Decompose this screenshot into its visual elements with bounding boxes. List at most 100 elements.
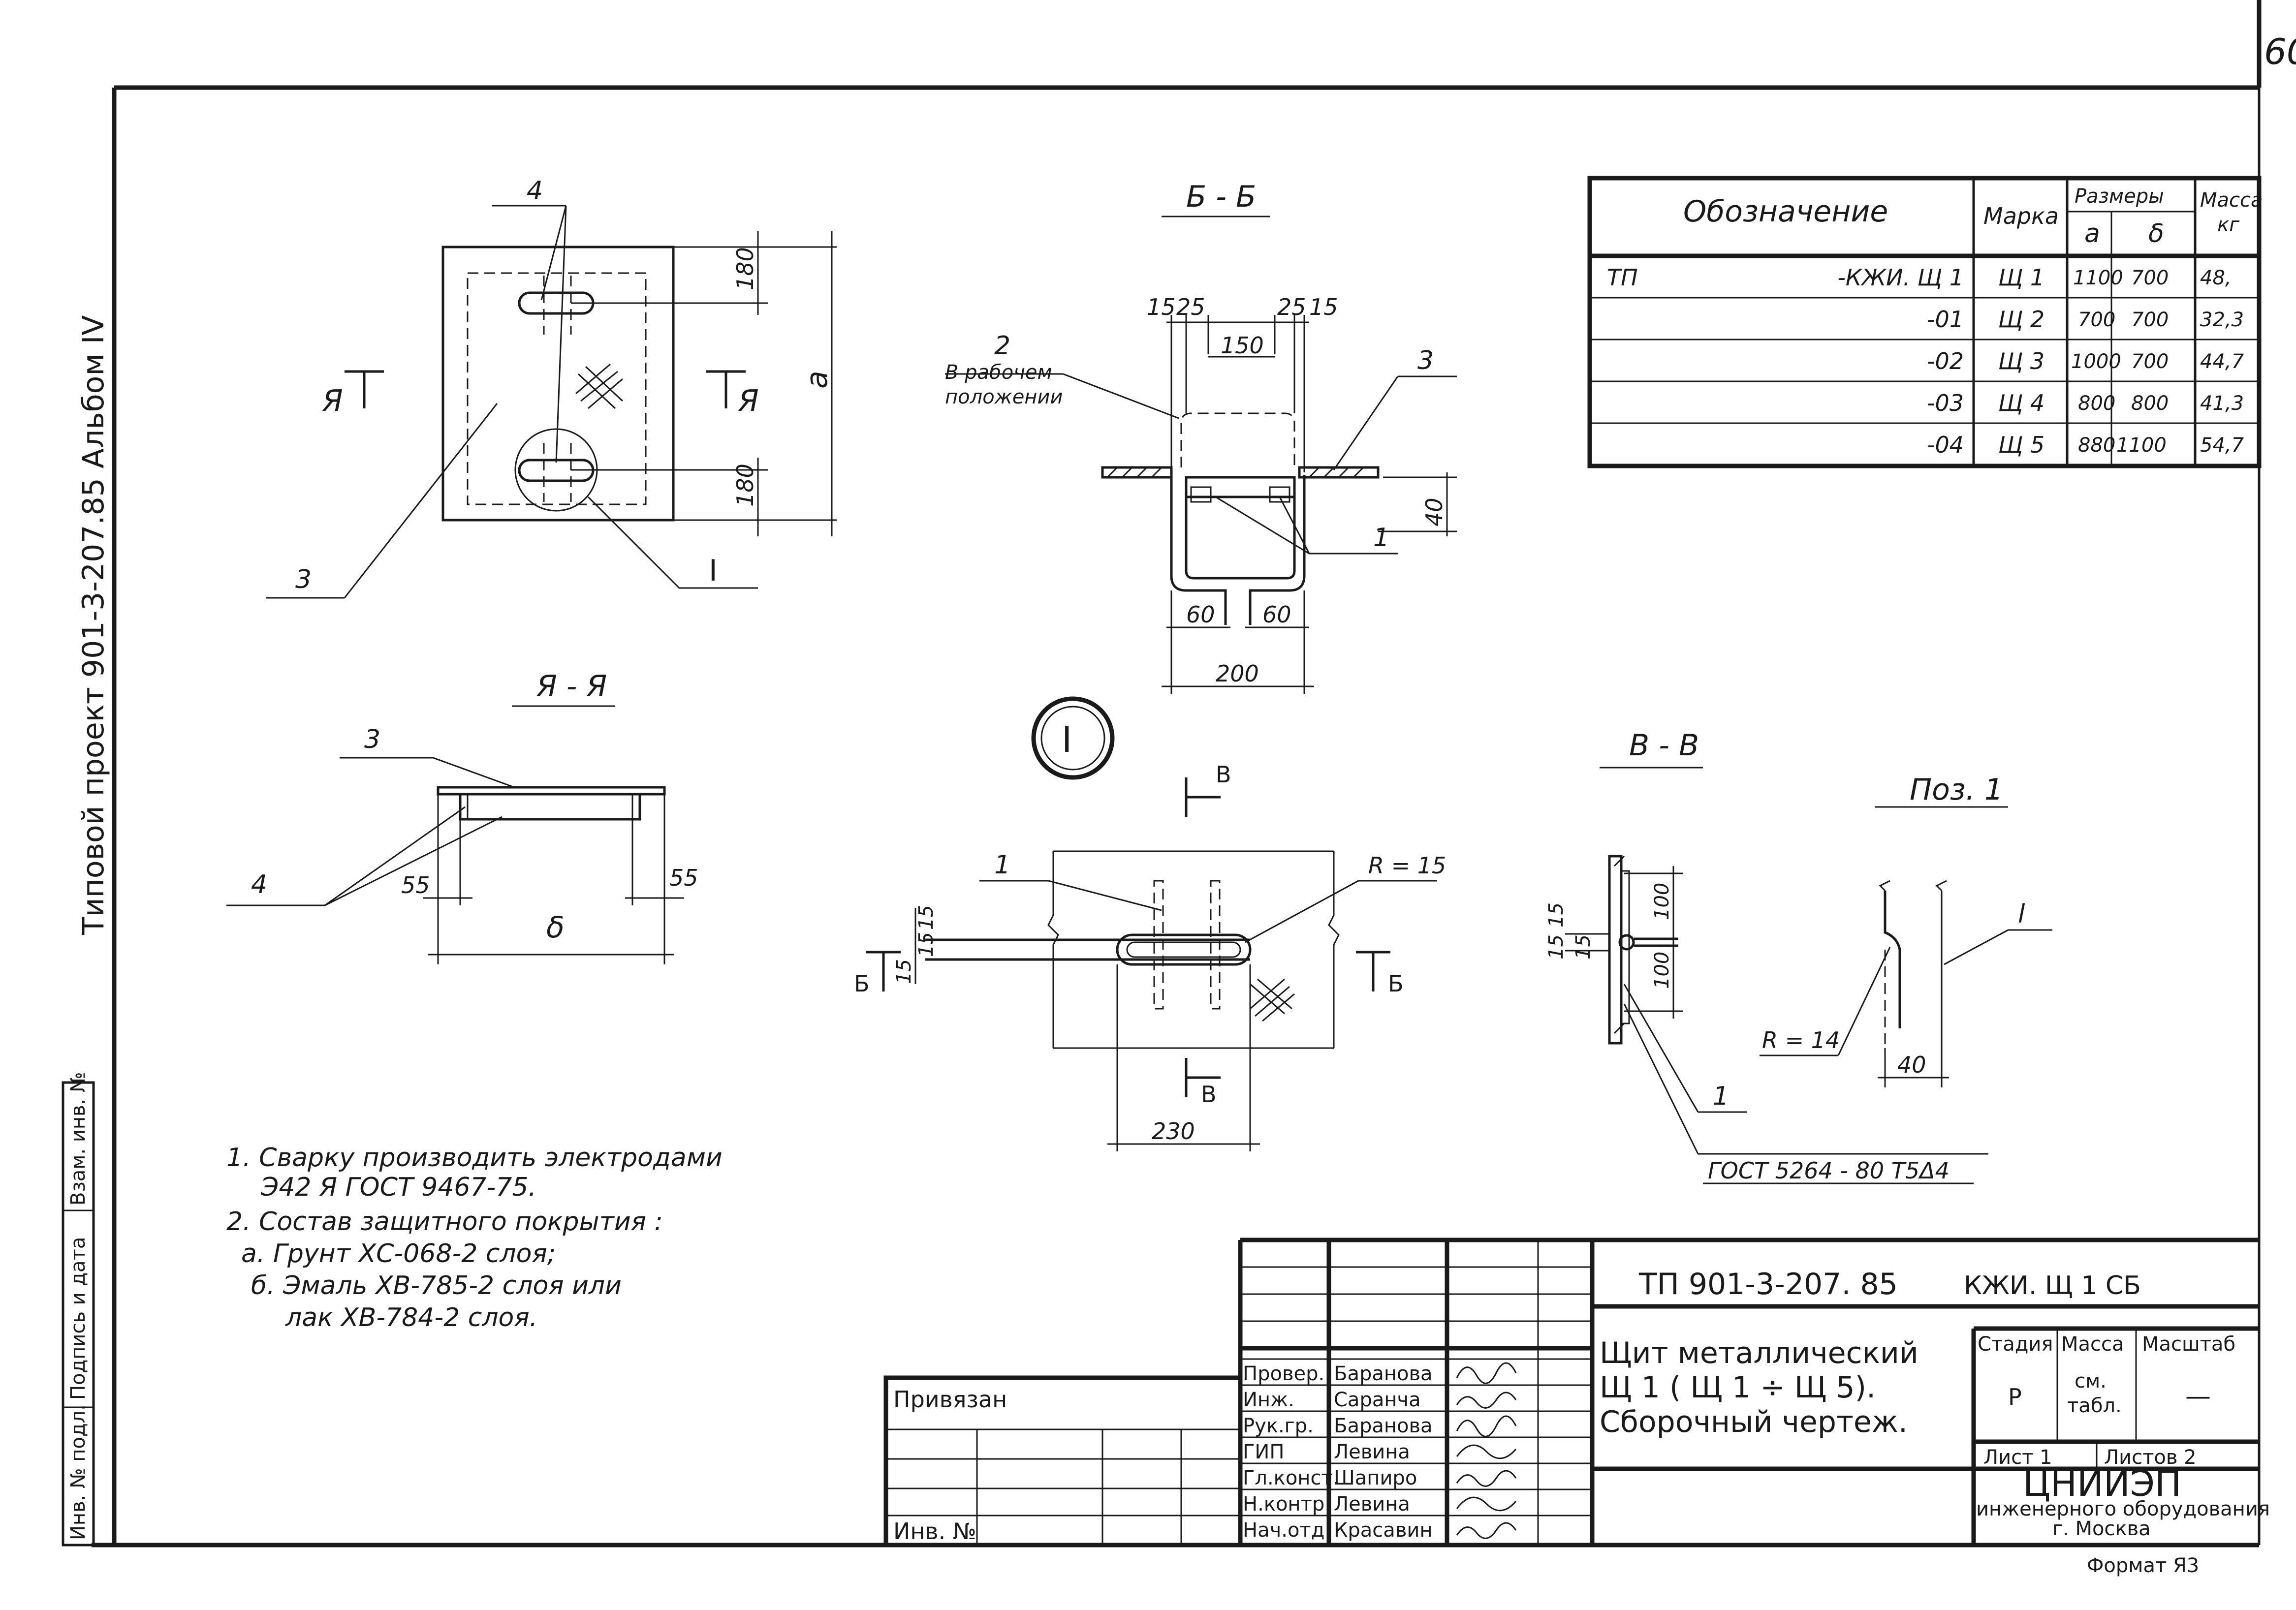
row1-b: 700 — [2131, 267, 2169, 289]
section-vv-title: В - В — [1629, 728, 1699, 763]
detail-pos-1: 1 — [994, 850, 1010, 880]
tb-sheets: Листов 2 — [2104, 1446, 2197, 1469]
row4-mark: Щ 4 — [1998, 390, 2044, 416]
tb-title-3: Сборочный чертеж. — [1600, 1405, 1908, 1439]
staff-name-4: Левина — [1334, 1441, 1410, 1463]
note-1a: 1. Сварку производить электродами — [226, 1143, 723, 1173]
tb-doc: КЖИ. Щ 1 СБ — [1964, 1271, 2141, 1300]
staff-name-7: Красавин — [1334, 1519, 1433, 1542]
note-2c: б. Эмаль ХВ-785-2 слоя или — [251, 1271, 622, 1300]
bb-dim-200: 200 — [1216, 660, 1259, 687]
vv-gost: ГОСТ 5264 - 80 Т5Δ4 — [1708, 1157, 1950, 1184]
tb-title-1: Щит металлический — [1600, 1336, 1919, 1370]
detail-cut-v-top: В — [1216, 761, 1231, 788]
vv-pos-1: 1 — [1713, 1082, 1729, 1111]
bb-pos-3: 3 — [1417, 346, 1434, 375]
tb-sheet: Лист 1 — [1983, 1446, 2052, 1469]
aa-pos-4: 4 — [251, 870, 267, 899]
plan-view: 180 180 a Я Я 4 3 I — [266, 176, 837, 599]
pos1-title: Поз. 1 — [1910, 773, 2003, 807]
row1-mark: Щ 1 — [1998, 264, 2044, 291]
vv-dim-15a: 15 — [1545, 902, 1568, 928]
detail-cut-b-right: Б — [1388, 970, 1404, 997]
tied-block: Привязан Инв. № — [883, 1375, 1243, 1548]
row4-b: 800 — [2131, 392, 2169, 415]
detail-dim-15c: 15 — [893, 959, 915, 984]
staff-role-2: Инж. — [1243, 1389, 1294, 1411]
detail-I: I В В Б Б 1 — [854, 696, 1446, 1151]
stamp-replacement-inv: Взам. инв. № — [67, 1072, 90, 1206]
bb-note-line1: В рабочем — [945, 361, 1052, 384]
section-bb-title: Б - Б — [1186, 180, 1256, 214]
signature-marks — [1456, 1362, 1517, 1539]
row4-designation: -03 — [1927, 390, 1964, 416]
detail-cut-b-left: Б — [854, 970, 870, 997]
tb-scale-label: Масштаб — [2142, 1333, 2235, 1356]
tb-title-2: Щ 1 ( Щ 1 ÷ Щ 5). — [1600, 1370, 1876, 1405]
th-mark: Марка — [1983, 203, 2059, 229]
staff-role-7: Нач.отд. — [1243, 1519, 1331, 1542]
tb-org-1: инженерного оборудования — [1976, 1498, 2270, 1520]
bb-dim-25-left: 25 — [1176, 294, 1205, 320]
bb-dim-25-right: 25 — [1277, 294, 1306, 320]
th-sizes: Размеры — [2075, 185, 2164, 208]
left-stamp: Инв. № подл. Подпись и дата Взам. инв. № — [62, 1072, 95, 1547]
row3-mark: Щ 3 — [1998, 348, 2044, 374]
dim-180-bottom: 180 — [732, 464, 758, 507]
row1-mass: 48, — [2200, 267, 2232, 289]
th-a: a — [2084, 219, 2100, 248]
staff-name-2: Саранча — [1334, 1389, 1421, 1411]
row5-designation: -04 — [1927, 432, 1964, 458]
bb-note-line2: положении — [945, 386, 1063, 408]
row2-designation: -01 — [1927, 306, 1964, 333]
vv-dim-100-top: 100 — [1651, 883, 1673, 920]
detail-radius: R = 15 — [1368, 852, 1446, 879]
plan-detail-I: I — [709, 554, 718, 588]
side-label: Типовой проект 901-3-207.85 Альбом IV — [76, 315, 111, 935]
row5-b: 1100 — [2116, 434, 2167, 457]
bb-pos-2: 2 — [994, 331, 1010, 361]
th-mass: Масса — [2200, 189, 2263, 212]
inv-label: Инв. № — [893, 1518, 976, 1545]
row3-mass: 44,7 — [2200, 350, 2244, 373]
section-mark-left: Я — [322, 384, 343, 418]
bb-dim-40: 40 — [1421, 497, 1447, 526]
bb-pos-1: 1 — [1373, 523, 1389, 553]
tb-scale: — — [2185, 1382, 2211, 1411]
note-2a: 2. Состав защитного покрытия : — [226, 1207, 663, 1237]
row1-a: 1100 — [2073, 267, 2123, 289]
staff-role-1: Провер. — [1243, 1362, 1324, 1385]
row5-a: 880 — [2078, 434, 2115, 457]
tb-org-logo: ЦНИИЭП — [2023, 1463, 2181, 1504]
bb-dim-15-left: 15 — [1147, 294, 1176, 320]
tb-format: Формат Я3 — [2087, 1554, 2199, 1577]
stamp-signature-date: Подпись и дата — [67, 1237, 90, 1400]
tb-mass-2: табл. — [2067, 1394, 2122, 1417]
section-aa-title: Я - Я — [536, 669, 607, 704]
staff-name-3: Баранова — [1334, 1415, 1433, 1437]
row1-prefix: ТП — [1607, 264, 1638, 291]
plan-pos-4: 4 — [527, 176, 543, 206]
row4-mass: 41,3 — [2200, 392, 2244, 415]
vv-dim-100-bottom: 100 — [1651, 952, 1673, 989]
row3-designation: -02 — [1927, 348, 1964, 374]
staff-role-4: ГИП — [1243, 1441, 1284, 1463]
row2-b: 700 — [2131, 309, 2169, 331]
section-vv: В - В 100 100 15 15 15 1 ГОСТ 5264 - 80 … — [1545, 728, 1988, 1184]
pos1-dim-40: 40 — [1897, 1052, 1926, 1078]
row3-b: 700 — [2131, 350, 2169, 373]
detail-cut-v-bottom: В — [1201, 1081, 1217, 1108]
dim-180-top: 180 — [732, 247, 758, 290]
bb-dim-15-right: 15 — [1309, 294, 1338, 320]
row5-mark: Щ 5 — [1998, 432, 2044, 458]
aa-pos-3: 3 — [364, 725, 380, 754]
stamp-inv-orig: Инв. № подл. — [67, 1404, 90, 1540]
pos1-label-l: l — [2018, 899, 2025, 929]
tb-org-2: г. Москва — [2052, 1517, 2151, 1540]
th-b: δ — [2148, 219, 2164, 248]
detail-dim-230: 230 — [1152, 1118, 1195, 1145]
vv-dim-15c: 15 — [1572, 934, 1595, 960]
plan-pos-3: 3 — [295, 565, 312, 594]
aa-dim-55-right: 55 — [669, 865, 698, 891]
dim-a: a — [800, 371, 834, 389]
